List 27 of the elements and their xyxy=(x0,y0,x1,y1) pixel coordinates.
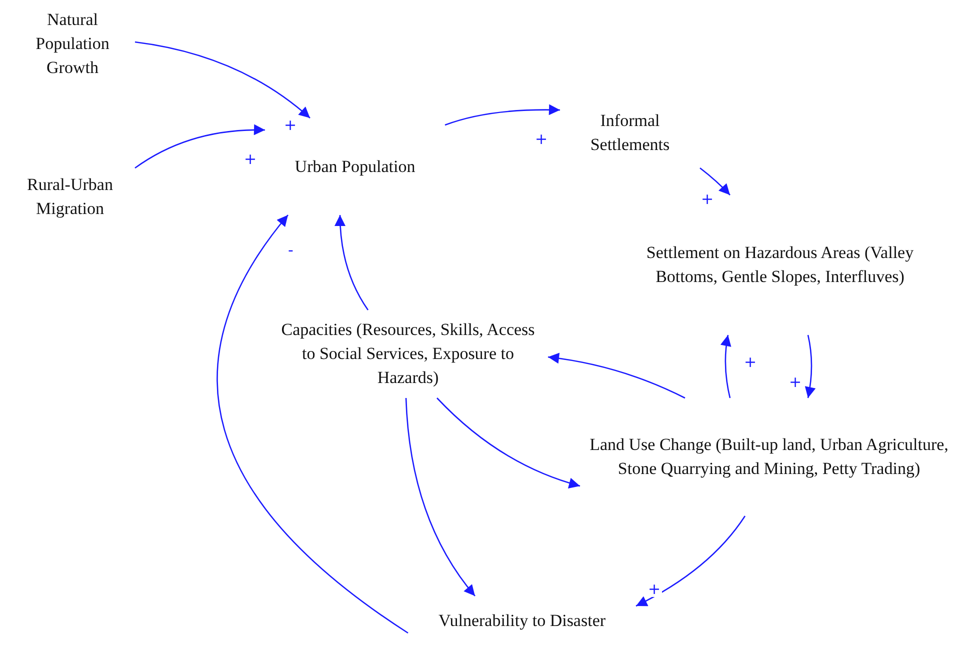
polarity-sign: + xyxy=(700,192,715,207)
polarity-sign: + xyxy=(743,355,758,370)
arrow xyxy=(444,104,560,126)
arrow xyxy=(636,516,746,607)
variable-label: Rural-Urban Migration xyxy=(26,174,114,220)
variable-label: Informal Settlements xyxy=(589,110,671,156)
variable-label: Settlement on Hazardous Areas (Valley Bottoms, Gentle Slopes, Interfluves) xyxy=(645,242,915,288)
arrow xyxy=(548,352,686,399)
arrow xyxy=(436,398,580,488)
variable-label: Natural Population Growth xyxy=(34,9,110,79)
variable-label: Land Use Change (Built-up land, Urban Agriculture, Stone Quarrying and Mining, Petty Trading) xyxy=(588,434,950,480)
arrow xyxy=(134,124,265,169)
variable-label: Urban Population xyxy=(294,156,416,178)
arrow xyxy=(405,398,476,596)
polarity-sign: + xyxy=(788,375,803,390)
arrow xyxy=(804,334,816,398)
variable-label: Vulnerability to Disaster xyxy=(438,610,606,632)
arrow xyxy=(134,41,310,118)
polarity-sign: + xyxy=(243,152,258,167)
polarity-sign: + xyxy=(283,118,298,133)
variable-label: Capacities (Resources, Skills, Access to Social Services, Exposure to Hazards) xyxy=(280,319,536,389)
polarity-sign: + xyxy=(534,132,549,147)
arrow xyxy=(700,167,730,196)
arrow xyxy=(720,334,732,398)
polarity-sign: + xyxy=(647,582,662,597)
arrow xyxy=(217,214,408,634)
arrow xyxy=(334,214,369,310)
